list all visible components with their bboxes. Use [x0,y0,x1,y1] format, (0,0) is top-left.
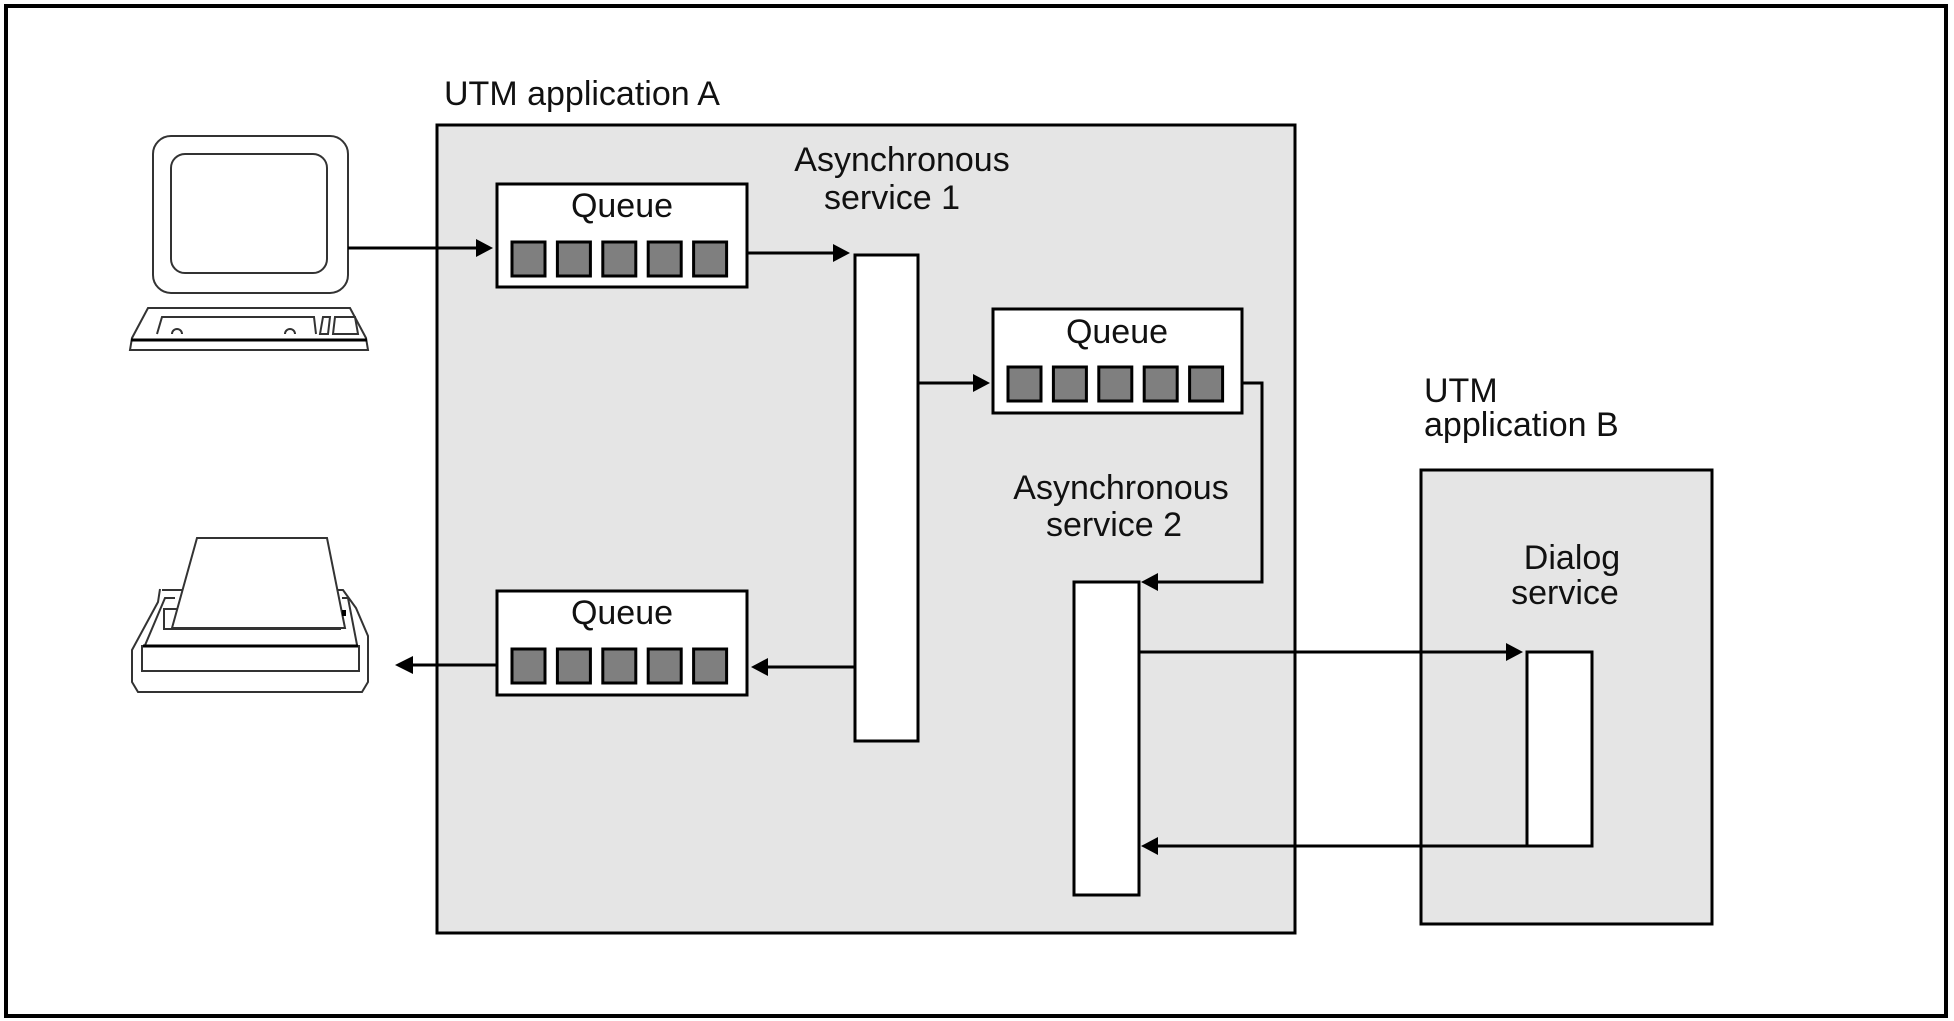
printer-tray [141,645,360,672]
queue-slot [1188,365,1225,403]
queue-label: Queue [571,187,673,225]
queue-slot [601,240,638,278]
printer-body-edge-right [342,597,359,651]
printer-body-edge [142,597,175,651]
async-service-1-bar [853,253,920,743]
async-service-2-label-line-1: Asynchronous [1013,469,1228,507]
arrow-queue-2-to-async-2 [1156,381,1264,584]
app-b-label-line-1: UTM [1424,372,1498,410]
queue-input: Queue [495,182,749,289]
async-service-2-label-line-2: service 2 [1046,506,1182,544]
queue-slot [646,240,683,278]
queue-slot [1006,365,1043,403]
arrowhead [973,374,990,392]
printer-paper [170,537,347,629]
arrowhead [833,244,850,262]
arrowhead [1141,573,1158,591]
queue-slot [510,240,547,278]
queue-async2: Queue [991,307,1244,415]
queue-slot [1142,365,1179,403]
queue-output: Queue [495,589,749,697]
arrowhead [751,658,768,676]
async-service-2-bar [1072,580,1141,897]
keyboard-keypad [318,316,360,335]
async-service-1-label-line-1: Asynchronous [794,141,1009,179]
computer-terminal-icon [128,135,370,351]
app-b-label-line-2: application B [1424,406,1619,444]
arrowhead [395,656,413,674]
queue-slot [555,647,592,685]
queue-slot [692,240,729,278]
queue-slot [1051,365,1088,403]
queue-slot [646,647,683,685]
async-service-1-label-line-2: service 1 [824,179,960,217]
printer-feed-mark [342,610,346,616]
queue-slot [555,240,592,278]
keyboard-feet [171,328,296,335]
printer-icon [131,537,369,693]
app-a-label: UTM application A [444,75,720,113]
monitor-screen [170,153,328,274]
queue-slot [601,647,638,685]
queue-slot [510,647,547,685]
dialog-service-bar [1525,650,1594,848]
dialog-service-label-line-1: Dialog [1524,539,1620,577]
flow-arrows [348,239,1592,855]
keyboard-keys [156,316,317,335]
arrowhead [1506,643,1523,661]
queue-slots [1006,365,1225,403]
queue-label: Queue [571,594,673,632]
queue-label: Queue [1066,313,1168,351]
queue-slots [510,240,729,278]
queue-slot [692,647,729,685]
queue-slots [510,647,729,685]
keyboard [128,307,370,351]
queue-slot [1097,365,1134,403]
arrowhead [476,239,493,257]
dialog-service-label-line-2: service [1511,574,1619,612]
arrowhead [1141,837,1158,855]
